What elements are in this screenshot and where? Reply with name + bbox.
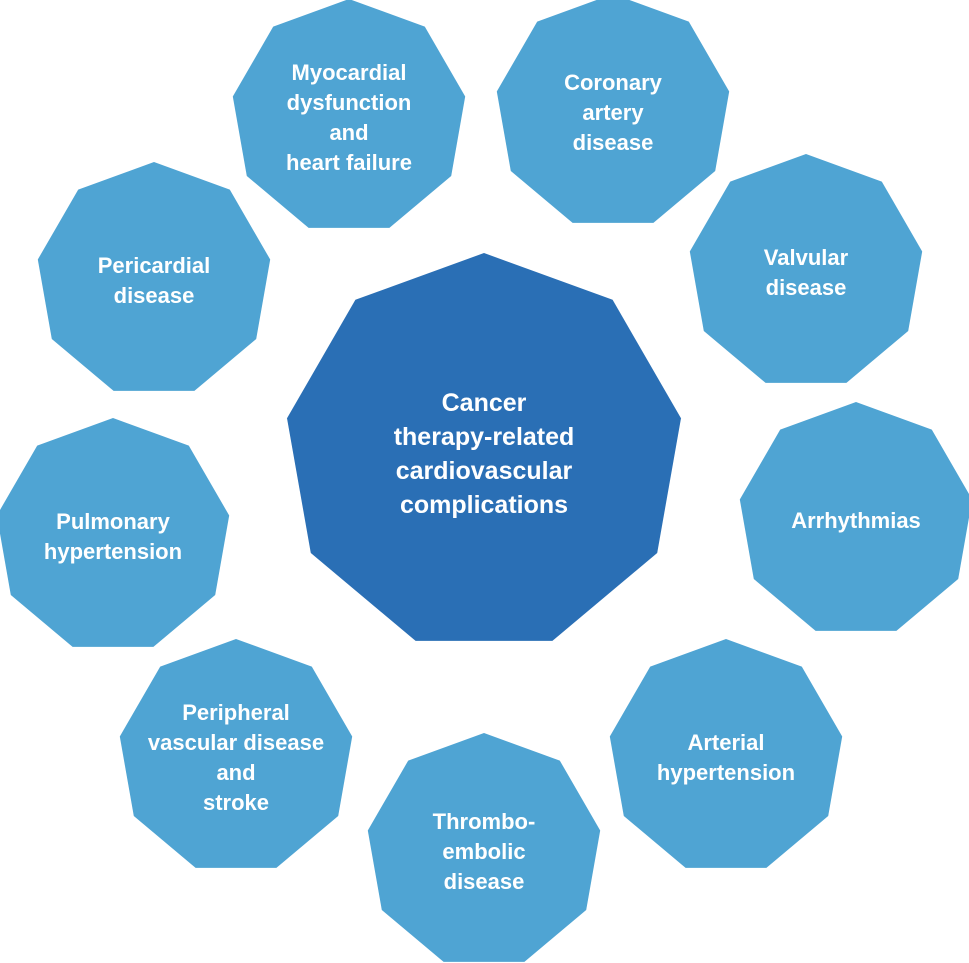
node-arrhythmias: Arrhythmias [739,402,969,631]
node-label: Peripheral vascular disease and stroke [148,700,324,815]
node-label-line: complications [400,491,568,519]
node-label: Pericardial disease [98,253,211,308]
node-label-line: vascular disease [148,730,324,755]
node-label-line: disease [766,275,847,300]
node-label-line: Coronary [564,70,663,95]
node-label-line: therapy-related [394,423,575,451]
node-label-line: and [329,120,368,145]
node-label: Pulmonary hypertension [44,509,182,564]
node-thromboembolic: Thrombo-embolic disease [367,733,601,962]
node-label-line: Cancer [442,389,527,417]
node-label-line: hypertension [657,760,795,785]
node-coronary: Coronary artery disease [496,0,730,223]
node-peripheral-vascular: Peripheral vascular disease and stroke [119,639,353,868]
node-label-line: Peripheral [182,700,290,725]
node-label-line: Arterial [687,730,764,755]
node-valvular: Valvular disease [689,154,923,383]
node-label-line: Pericardial [98,253,211,278]
node-shape [689,154,923,383]
node-label-line: disease [444,869,525,894]
node-arterial-hypertension: Arterial hypertension [609,639,843,868]
node-label-line: Arrhythmias [791,508,921,533]
node-center: Cancer therapy-related cardiovascular compl… [287,253,681,641]
node-label-line: Pulmonary [56,509,170,534]
node-shape [609,639,843,868]
node-myocardial: Myocardial dysfunction and heart failure [232,0,466,228]
node-label-line: Myocardial [292,60,407,85]
node-label-line: disease [114,283,195,308]
node-shape [367,733,601,962]
node-shape [496,0,730,223]
node-label: Thrombo-embolic disease [433,809,536,894]
node-label-line: disease [573,130,654,155]
node-label-line: Thrombo- [433,809,536,834]
node-label: Valvular disease [764,245,849,300]
node-label-line: stroke [203,790,269,815]
node-label-line: hypertension [44,539,182,564]
node-label: Myocardial dysfunction and heart failure [286,60,412,175]
node-label-line: dysfunction [287,90,412,115]
node-label: Arrhythmias [791,508,921,533]
node-label-line: cardiovascular [396,457,573,485]
node-label-line: heart failure [286,150,412,175]
node-shape [37,162,271,391]
node-label: Arterial hypertension [657,730,795,785]
node-shape [0,418,230,647]
node-shape [232,0,466,228]
node-label-line: and [216,760,255,785]
node-shape [119,639,353,868]
node-label: Coronary artery disease [564,70,663,155]
node-label-line: artery [582,100,644,125]
node-pulmonary-hypertension: Pulmonary hypertension [0,418,230,647]
node-label-line: Valvular [764,245,849,270]
node-label: Cancer therapy-related cardiovascular compl… [394,389,575,519]
node-label-line: embolic [442,839,525,864]
node-pericardial: Pericardial disease [37,162,271,391]
node-shape [287,253,681,641]
node-shape [739,402,969,631]
